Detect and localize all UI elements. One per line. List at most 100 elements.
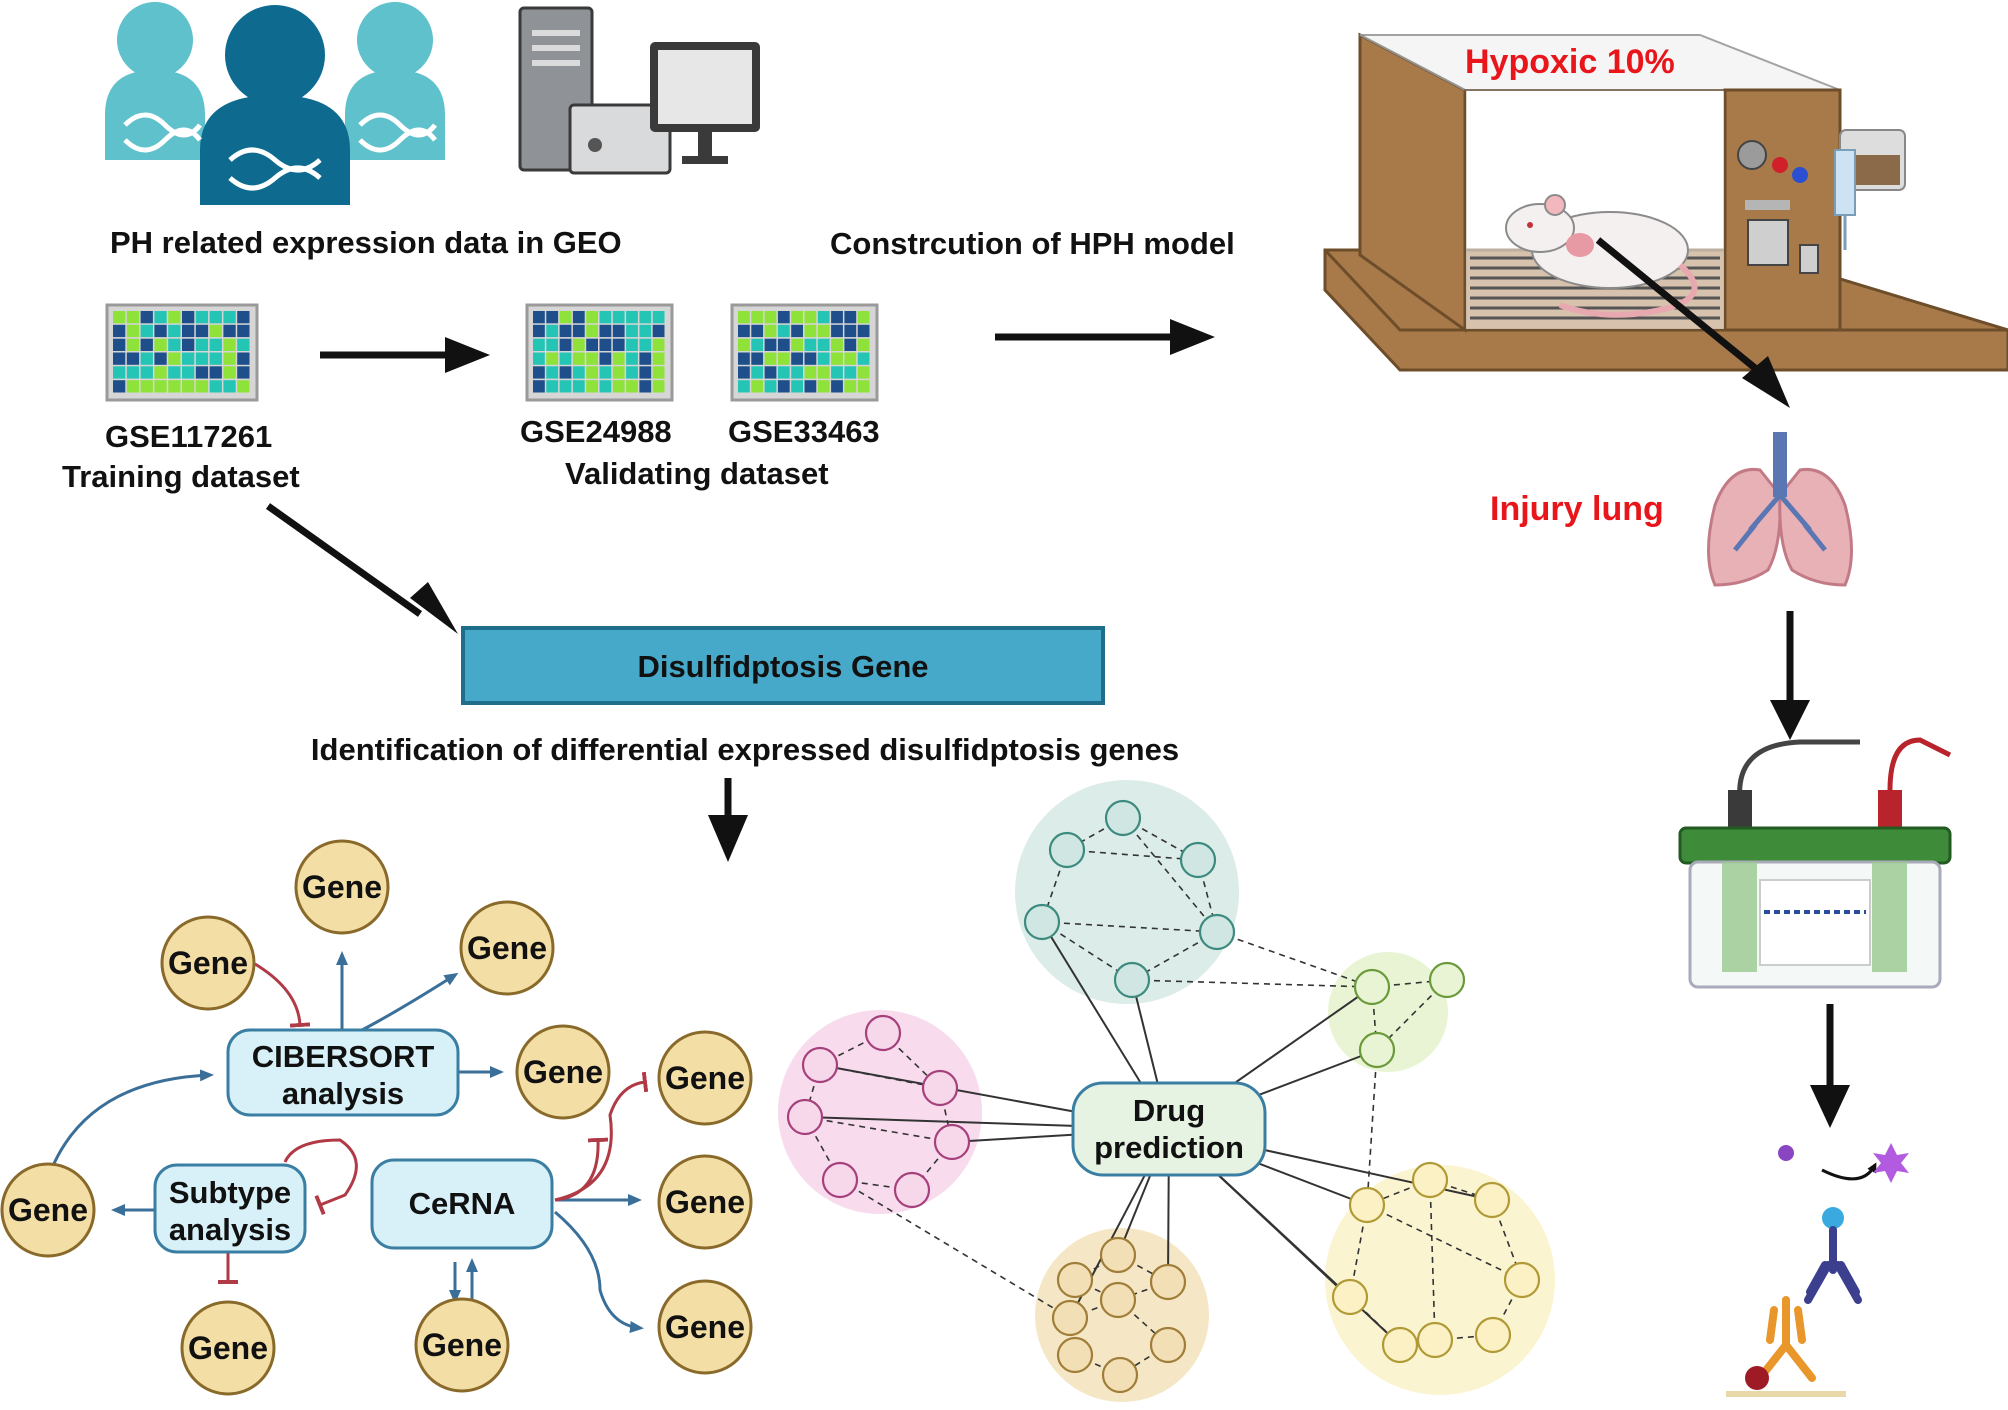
network-node xyxy=(1428,961,1466,999)
heatmap-cell xyxy=(559,338,572,351)
identification-label: Identification of differential expressed… xyxy=(311,732,1179,767)
heatmap-cell xyxy=(559,366,572,379)
heatmap-cell xyxy=(237,311,250,324)
drug-prediction-network: Drug prediction xyxy=(778,780,1555,1402)
heatmap-cell xyxy=(559,352,572,365)
heatmap-cell xyxy=(652,324,665,338)
heatmap-cell xyxy=(652,366,665,379)
heatmap-cell xyxy=(195,352,209,365)
gene-label: Gene xyxy=(467,930,547,966)
network-node xyxy=(1358,1031,1396,1069)
network-node xyxy=(1051,1299,1089,1337)
heatmap-cell xyxy=(751,352,764,365)
hypoxia-chamber-icon xyxy=(1323,32,2008,372)
heatmap-cell xyxy=(639,366,652,379)
heatmap-cell xyxy=(182,380,195,393)
heatmap-cell xyxy=(209,352,222,365)
heatmap-cell xyxy=(777,380,790,393)
cibersort-box xyxy=(226,1028,460,1117)
gene-regulation-network: CIBERSORT analysis Subtype analysis CeRN… xyxy=(0,839,753,1396)
heatmap-cell xyxy=(652,311,665,324)
network-node xyxy=(1381,1326,1419,1364)
heatmap-cell xyxy=(652,380,665,393)
heatmap-cell xyxy=(572,324,585,338)
heatmap-cell xyxy=(857,380,870,393)
network-edge xyxy=(1074,1354,1121,1376)
heatmap-cell xyxy=(857,338,870,351)
heatmap-cell xyxy=(168,324,181,338)
network-node xyxy=(1198,913,1236,951)
heatmap-cell xyxy=(844,380,857,393)
ph-expression-label: PH related expression data in GEO xyxy=(110,225,622,260)
gene-node xyxy=(657,1154,753,1250)
network-node xyxy=(1473,1181,1511,1219)
gse33463-label: GSE33463 xyxy=(728,414,880,449)
heatmap-gse24988 xyxy=(525,303,674,402)
heatmap-cell xyxy=(154,366,167,379)
heatmap-cell xyxy=(182,352,195,365)
heatmap-cell xyxy=(612,366,625,379)
network-node xyxy=(1099,1236,1137,1274)
heatmap-cell xyxy=(182,366,195,379)
heatmap-cell xyxy=(533,311,545,324)
heatmap-cell xyxy=(572,380,585,393)
heatmap-cell xyxy=(804,311,817,324)
heatmap-cell xyxy=(626,380,638,393)
cibersort-line2: analysis xyxy=(282,1076,404,1111)
disulfidptosis-gene-banner xyxy=(461,626,1105,705)
heatmap-cell xyxy=(738,338,750,351)
validating-dataset-label: Validating dataset xyxy=(565,456,829,491)
heatmap-cell xyxy=(154,352,167,365)
heatmap-cell xyxy=(546,380,559,393)
network-edge xyxy=(839,1179,1071,1319)
heatmap-cell xyxy=(126,352,140,365)
heatmap-cell xyxy=(751,324,764,338)
gene-label: Gene xyxy=(422,1327,502,1363)
heatmap-cell xyxy=(113,311,126,324)
heatmap-cell xyxy=(777,324,790,338)
heatmap-cell xyxy=(652,338,665,351)
network-node xyxy=(1353,968,1391,1006)
heatmap-cell xyxy=(844,352,857,365)
heatmap-cell xyxy=(182,311,195,324)
network-edge xyxy=(804,1116,953,1143)
heatmap-cell xyxy=(857,352,870,365)
network-node xyxy=(893,1171,931,1209)
network-node xyxy=(1023,903,1061,941)
heatmap-cell xyxy=(195,324,209,338)
heatmap-cell xyxy=(586,352,598,365)
heatmap-cell xyxy=(237,366,250,379)
heatmap-cell xyxy=(113,380,126,393)
heatmap-cell xyxy=(168,380,181,393)
heatmap-cell xyxy=(804,366,817,379)
gene-label: Gene xyxy=(302,869,382,905)
drug-prediction-box xyxy=(1071,1081,1267,1177)
cerna-box xyxy=(370,1158,554,1250)
network-node xyxy=(786,1098,824,1136)
network-edge xyxy=(1122,817,1218,933)
heatmap-cell xyxy=(140,324,153,338)
heatmap-cell xyxy=(572,338,585,351)
heatmap-cell xyxy=(195,338,209,351)
heatmap-cell xyxy=(639,311,652,324)
hypoxic-label: Hypoxic 10% xyxy=(1465,43,1675,81)
heatmap-cell xyxy=(777,338,790,351)
heatmap-cell xyxy=(126,338,140,351)
heatmap-cell xyxy=(764,324,777,338)
network-node xyxy=(1474,1316,1512,1354)
heatmap-gse33463 xyxy=(730,303,879,402)
heatmap-cell xyxy=(154,311,167,324)
heatmap-cell xyxy=(639,324,652,338)
heatmap-cell xyxy=(599,324,612,338)
heatmap-cell xyxy=(168,352,181,365)
heatmap-cell xyxy=(738,352,750,365)
training-dataset-label: Training dataset xyxy=(62,459,300,494)
heatmap-cell xyxy=(572,352,585,365)
gse117261-label: GSE117261 xyxy=(105,419,272,454)
heatmap-cell xyxy=(599,338,612,351)
heatmap-cell xyxy=(857,311,870,324)
heatmap-cell xyxy=(533,380,545,393)
heatmap-cell xyxy=(764,366,777,379)
heatmap-cell xyxy=(652,352,665,365)
